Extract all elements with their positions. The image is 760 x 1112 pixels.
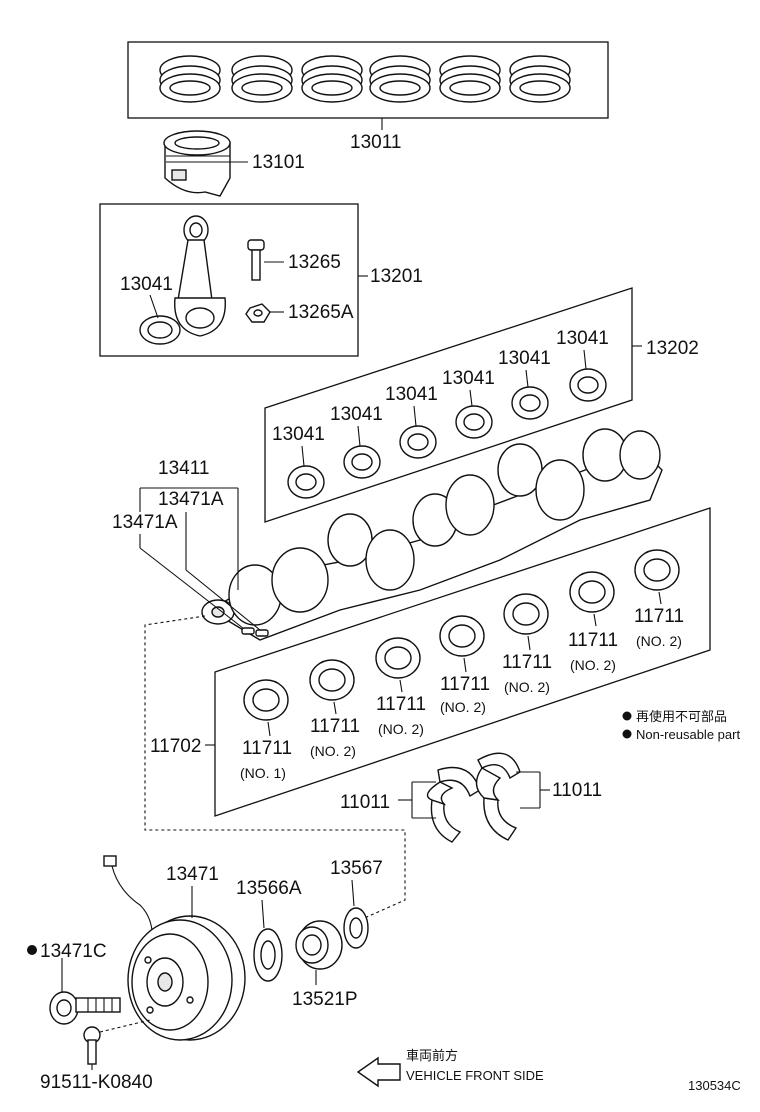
label-13041-b: 13041 bbox=[330, 404, 383, 425]
ring-set-3 bbox=[301, 55, 363, 103]
rod-shell-1 bbox=[287, 465, 325, 499]
label-91511-K0840: 91511-K0840 bbox=[40, 1072, 153, 1093]
crankshaft bbox=[201, 428, 663, 641]
rod-shell-6 bbox=[569, 368, 607, 402]
thrust-washer-right bbox=[475, 752, 521, 841]
crank-sprocket-washer bbox=[343, 907, 369, 949]
direction-en: VEHICLE FRONT SIDE bbox=[406, 1068, 544, 1083]
label-13041-c: 13041 bbox=[385, 384, 438, 405]
label-13566A: 13566A bbox=[236, 878, 302, 899]
main-shell-7 bbox=[634, 549, 680, 591]
label-11011-b: 11011 bbox=[552, 780, 602, 801]
ring-set-6 bbox=[509, 55, 571, 103]
label-11711-e: 11711 bbox=[502, 652, 552, 673]
label-13201: 13201 bbox=[370, 266, 423, 287]
connecting-rod-frame bbox=[99, 203, 359, 357]
ring-set-1 bbox=[159, 55, 221, 103]
thrust-washer-left bbox=[426, 766, 481, 843]
label-13471: 13471 bbox=[166, 864, 219, 885]
piston bbox=[163, 130, 231, 197]
label-13041-rod: 13041 bbox=[120, 274, 173, 295]
label-11711-b: 11711 bbox=[310, 716, 360, 737]
label-13265A: 13265A bbox=[288, 302, 354, 323]
rod-nut bbox=[245, 303, 271, 323]
label-13567: 13567 bbox=[330, 858, 383, 879]
main-shell-6 bbox=[569, 571, 615, 613]
diagram-code: 130534C bbox=[688, 1078, 741, 1093]
main-bearing-set-frame bbox=[214, 507, 711, 817]
label-13041-e: 13041 bbox=[498, 348, 551, 369]
main-shell-1 bbox=[243, 679, 289, 721]
label-no2-e: (NO. 2) bbox=[570, 657, 616, 673]
label-no1: (NO. 1) bbox=[240, 765, 286, 781]
piston-rings bbox=[159, 55, 571, 103]
piston-ring-set-frame bbox=[127, 41, 609, 119]
rod-shell-5 bbox=[511, 386, 549, 420]
non-reusable-dot-icon bbox=[622, 711, 632, 721]
label-11711-f: 11711 bbox=[568, 630, 618, 651]
main-shell-3 bbox=[375, 637, 421, 679]
sensor-wire bbox=[103, 855, 153, 931]
rod-bearing bbox=[139, 315, 181, 345]
label-13041-a: 13041 bbox=[272, 424, 325, 445]
rod-shell-4 bbox=[455, 405, 493, 439]
label-11711-g: 11711 bbox=[634, 606, 684, 627]
connecting-rod bbox=[174, 215, 226, 337]
label-13411: 13411 bbox=[158, 458, 209, 479]
vehicle-front-arrow-icon bbox=[356, 1056, 401, 1088]
main-shell-5 bbox=[503, 593, 549, 635]
pulley-bolt bbox=[49, 991, 121, 1025]
label-13041-f: 13041 bbox=[556, 328, 609, 349]
label-no2-c: (NO. 2) bbox=[440, 699, 486, 715]
legend-en: Non-reusable part bbox=[636, 727, 740, 742]
crankshaft-pulley bbox=[127, 915, 246, 1041]
legend: 再使用不可部品 Non-reusable part bbox=[622, 709, 740, 742]
label-13471A-b: 13471A bbox=[112, 512, 178, 533]
label-13471A-a: 13471A bbox=[158, 489, 224, 510]
label-13471C: 13471C bbox=[40, 941, 107, 962]
label-no2-d: (NO. 2) bbox=[504, 679, 550, 695]
label-11702: 11702 bbox=[150, 736, 201, 757]
non-reusable-dot-icon bbox=[622, 729, 632, 739]
label-13041-d: 13041 bbox=[442, 368, 495, 389]
crank-keys bbox=[241, 627, 269, 637]
rod-bolt bbox=[247, 239, 265, 281]
main-bearing-shells bbox=[243, 549, 680, 721]
main-shell-2 bbox=[309, 659, 355, 701]
rod-bearing-set-frame bbox=[264, 287, 633, 523]
rod-shell-3 bbox=[399, 425, 437, 459]
small-bolt bbox=[83, 1026, 101, 1065]
label-11711-d: 11711 bbox=[440, 674, 490, 695]
main-shell-4 bbox=[439, 615, 485, 657]
ring-set-5 bbox=[439, 55, 501, 103]
label-no2-a: (NO. 2) bbox=[310, 743, 356, 759]
label-no2-b: (NO. 2) bbox=[378, 721, 424, 737]
rod-bearing-shells bbox=[287, 368, 607, 499]
label-11711-c: 11711 bbox=[376, 694, 426, 715]
non-reusable-dot-icon bbox=[27, 945, 37, 955]
direction-jp: 車両前方 bbox=[406, 1048, 458, 1063]
label-13101: 13101 bbox=[252, 152, 305, 173]
label-no2-f: (NO. 2) bbox=[636, 633, 682, 649]
crank-timing-sprocket bbox=[295, 920, 343, 970]
legend-jp: 再使用不可部品 bbox=[636, 709, 727, 724]
ring-set-4 bbox=[369, 55, 431, 103]
ring-set-2 bbox=[231, 55, 293, 103]
oil-seal-ring bbox=[253, 928, 283, 982]
label-13011: 13011 bbox=[350, 132, 401, 153]
rod-shell-2 bbox=[343, 445, 381, 479]
label-13265: 13265 bbox=[288, 252, 341, 273]
label-13521P: 13521P bbox=[292, 989, 358, 1010]
label-11011-a: 11011 bbox=[340, 792, 390, 813]
label-11711-a: 11711 bbox=[242, 738, 292, 759]
label-13202: 13202 bbox=[646, 338, 699, 359]
